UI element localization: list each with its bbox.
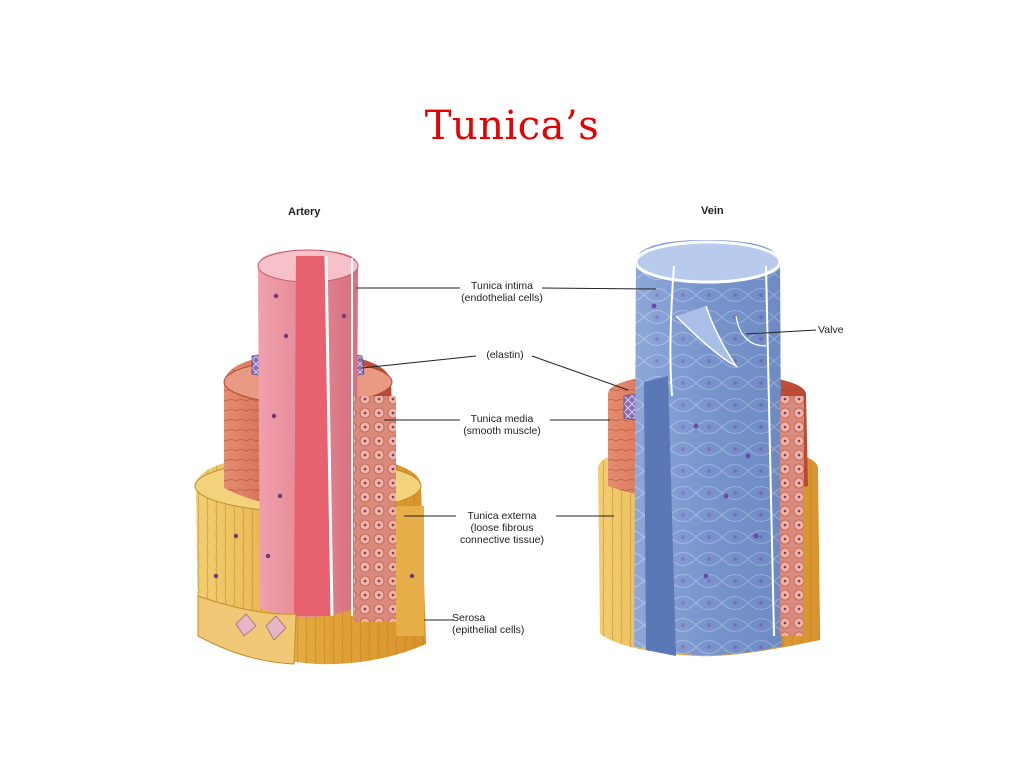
label-tunica-intima: Tunica intima (endothelial cells) [452,280,552,304]
artery-illustration [194,249,426,665]
label-tunica-intima-line1: Tunica intima [470,280,534,292]
label-elastin: (elastin) [470,349,540,361]
vein-illustration [598,240,820,657]
vein-title: Vein [701,205,724,217]
label-valve: Valve [818,324,862,336]
label-tunica-externa: Tunica externa (loose fibrous connective… [446,510,558,546]
label-serosa-line1: Serosa [452,612,486,624]
label-tunica-externa-line3: connective tissue) [459,534,545,546]
label-tunica-media-line1: Tunica media [470,413,534,425]
label-elastin-line1: (elastin) [486,349,524,361]
vessel-diagram: Artery Vein Tunica intima (endothelial c… [176,196,876,674]
slide-title: Tunica’s [424,103,600,149]
label-serosa-line2: (epithelial cells) [452,624,525,636]
vessel-illustration [194,240,820,665]
label-tunica-externa-line2: (loose fibrous [470,522,534,534]
artery-title: Artery [288,206,321,218]
label-tunica-media: Tunica media (smooth muscle) [452,413,552,437]
label-valve-line1: Valve [818,324,844,336]
label-tunica-media-line2: (smooth muscle) [463,425,541,437]
label-tunica-externa-line1: Tunica externa [467,510,537,522]
label-serosa: Serosa (epithelial cells) [452,612,552,636]
leader-lines [356,287,817,621]
label-tunica-intima-line2: (endothelial cells) [461,292,543,304]
